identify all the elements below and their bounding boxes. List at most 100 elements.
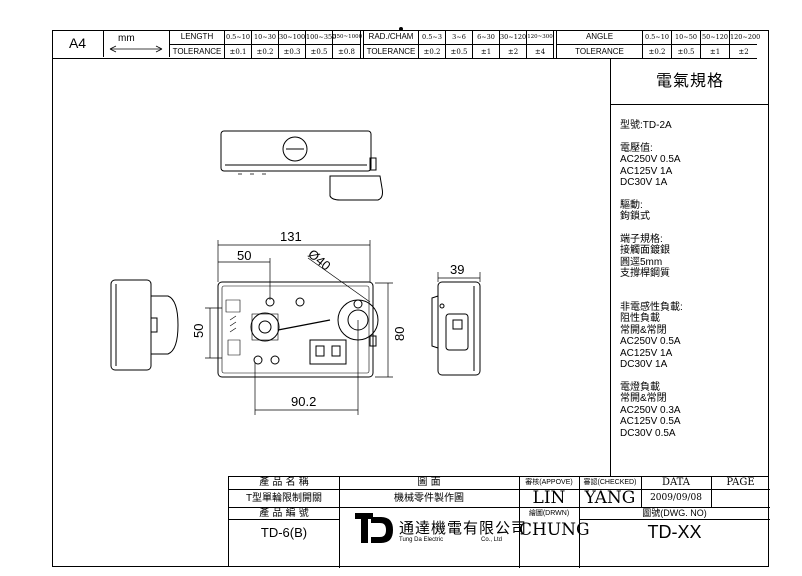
voltage-0: AC250V 0.5A xyxy=(620,154,681,165)
company-name-en: Tung Da Electric xyxy=(399,537,444,543)
tb-vline-2 xyxy=(519,477,520,568)
nonc-1: 常開&常閉 xyxy=(620,324,667,336)
radcham-tolerance-label: TOLERANCE xyxy=(364,44,419,58)
product-no-label: 產 品 編 號 xyxy=(259,508,309,519)
length-value-1: ±0.2 xyxy=(252,44,279,58)
radcham-col-0: 0.5~3±0.2 xyxy=(419,30,446,58)
angle-col-0: 0.5~10±0.2 xyxy=(643,30,672,58)
radcham-col-1: 3~6±0.5 xyxy=(446,30,473,58)
product-name: T型單輪限制開關 xyxy=(245,493,323,504)
length-col-4: 350~1000±0.8 xyxy=(333,30,362,58)
radcham-label-col: RAD./CHAM TOLERANCE xyxy=(363,30,419,58)
res-rating-2: DC30V 1A xyxy=(620,359,668,370)
unit-cell: mm xyxy=(104,30,170,57)
dimension-lines xyxy=(205,240,481,415)
length-value-0: ±0.1 xyxy=(225,44,252,58)
dim-offset: 50 xyxy=(237,248,251,263)
tb-right-line-1 xyxy=(519,489,770,490)
length-label: LENGTH xyxy=(170,30,225,44)
res-rating-0: AC250V 0.5A xyxy=(620,336,681,347)
technical-drawing: 131 50 Ø40 50 80 90.2 39 xyxy=(110,130,481,415)
radcham-range-4: 120~300 xyxy=(527,30,554,44)
radcham-value-4: ±4 xyxy=(527,44,554,58)
date-label: DATA xyxy=(661,477,691,488)
angle-value-0: ±0.2 xyxy=(643,44,672,58)
terminal-2: 支撐桿鋼質 xyxy=(620,268,670,279)
checked-label: 審認(CHECKED) xyxy=(583,479,637,486)
tb-vline-3 xyxy=(579,477,580,568)
radcham-range-0: 0.5~3 xyxy=(419,30,446,44)
radcham-col-3: 30~120±2 xyxy=(500,30,527,58)
length-value-2: ±0.3 xyxy=(279,44,306,58)
angle-range-1: 10~50 xyxy=(672,30,701,44)
page-label: PAGE xyxy=(726,477,755,488)
non-inductive-title: 非電感性負載: xyxy=(620,301,683,313)
resistive-load: 阻性負載 xyxy=(620,313,660,324)
res-rating-1: AC125V 1A xyxy=(620,347,673,359)
tb-vline-1 xyxy=(339,477,340,568)
tb-vline-4 xyxy=(641,477,642,508)
angle-label-col: ANGLE TOLERANCE xyxy=(556,30,643,58)
tb-row-line-3 xyxy=(229,519,339,520)
length-col-0: 0.5~10±0.1 xyxy=(225,30,252,58)
angle-col-3: 120~200 ±2 xyxy=(730,30,761,58)
length-label-col: LENGTH TOLERANCE xyxy=(170,30,225,58)
length-col-2: 30~100±0.3 xyxy=(279,30,306,58)
angle-tolerance-label: TOLERANCE xyxy=(557,44,643,58)
right-side-view xyxy=(431,281,481,376)
top-center-mark xyxy=(399,27,403,31)
length-col-3: 100~350±0.5 xyxy=(306,30,336,58)
tb-right-line-2 xyxy=(519,507,770,508)
angle-col-1: 10~50±0.5 xyxy=(672,30,701,58)
radcham-range-2: 6~30 xyxy=(473,30,500,44)
dwg-number: TD-XX xyxy=(647,522,702,542)
angle-value-2: ±1 xyxy=(701,44,730,58)
lamp-rating-1: AC125V 0.5A xyxy=(620,416,681,427)
dim-width: 131 xyxy=(280,229,302,244)
radcham-value-3: ±2 xyxy=(500,44,527,58)
length-value-4: ±0.8 xyxy=(333,44,361,58)
spec-model: 型號:TD-2A xyxy=(620,120,672,131)
voltage-1: AC125V 1A xyxy=(620,165,673,177)
approved-name: LIN xyxy=(532,488,566,508)
dwg-label: 圖號(DWG. NO) xyxy=(642,508,707,518)
drive-title: 驅動: xyxy=(620,199,643,211)
length-value-3: ±0.5 xyxy=(306,44,333,58)
title-block: 產 品 名 稱 T型單輪限制開關 圖 面 機械零件製作圖 產 品 編 號 TD-… xyxy=(228,476,770,568)
length-range-0: 0.5~10 xyxy=(225,30,252,44)
terminal-title: 端子規格: xyxy=(620,233,663,245)
sheet-size: A4 xyxy=(52,30,104,57)
length-col-1: 10~30±0.2 xyxy=(252,30,279,58)
length-range-1: 10~30 xyxy=(252,30,279,44)
lamp-rating-0: AC250V 0.3A xyxy=(620,404,681,416)
angle-range-0: 0.5~10 xyxy=(643,30,672,44)
angle-range-2: 50~120 xyxy=(701,30,730,44)
front-view xyxy=(217,281,379,378)
terminal-1: 圓逕5mm xyxy=(620,256,663,268)
company-suffix: Co., Ltd xyxy=(481,537,503,543)
dim-total-height: 80 xyxy=(392,327,407,341)
drawing-name: 機械零件製作圖 xyxy=(394,493,464,504)
angle-value-1: ±0.5 xyxy=(672,44,701,58)
dim-side: 39 xyxy=(450,262,464,277)
company-logo-icon xyxy=(355,513,393,543)
angle-label: ANGLE xyxy=(557,30,643,44)
unit-arrow xyxy=(109,45,163,53)
product-name-label: 產 品 名 稱 xyxy=(259,477,309,488)
product-no: TD-6(B) xyxy=(260,525,308,540)
radcham-label: RAD./CHAM xyxy=(364,30,419,44)
drawn-label: 繪圖(DRWN) xyxy=(528,510,570,517)
left-side-view xyxy=(110,279,179,371)
angle-value-3: ±2 xyxy=(730,44,757,58)
tb-right-line-3 xyxy=(579,519,770,520)
drawing-frame xyxy=(52,30,769,567)
voltage-2: DC30V 1A xyxy=(620,177,668,188)
dim-height: 50 xyxy=(191,324,206,338)
top-view xyxy=(220,130,383,201)
radcham-range-1: 3~6 xyxy=(446,30,473,44)
checked-name: YANG xyxy=(584,488,636,508)
angle-range-3: 120~200 xyxy=(730,33,761,41)
tb-row-line-1 xyxy=(229,489,339,490)
length-range-4: 350~1000 xyxy=(333,30,362,44)
drawn-name: CHUNG xyxy=(519,520,590,540)
